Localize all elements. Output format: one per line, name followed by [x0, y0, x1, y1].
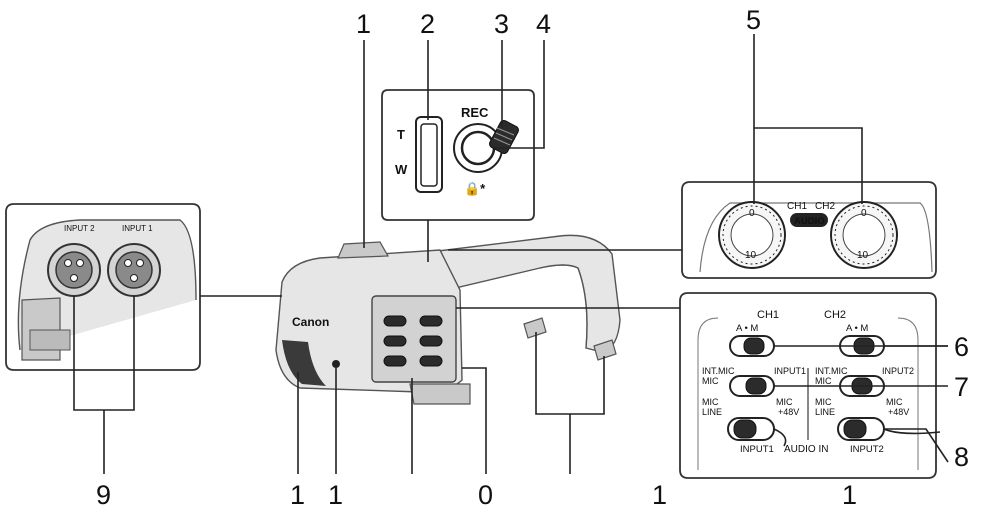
- dial-ch2-label: CH2: [815, 201, 835, 212]
- sw-ch1-label: CH1: [757, 309, 779, 321]
- callout-3: 3: [494, 9, 509, 39]
- in1-line-label: LINE: [702, 407, 722, 417]
- input2-mic-line-switch: [837, 417, 885, 441]
- callout-9: 9: [96, 480, 111, 510]
- xlr-input1-label: INPUT 1: [122, 224, 153, 233]
- zoom-rocker: [415, 116, 443, 193]
- xlr-input1-jack: [107, 243, 161, 297]
- zoom-rec-panel: T W REC 🔒*: [381, 89, 535, 221]
- wide-label: W: [395, 162, 408, 177]
- handle-screw-rear: [593, 339, 617, 361]
- ch1-mic-label: MIC: [702, 376, 719, 386]
- lock-mark: 🔒*: [464, 181, 486, 196]
- ch1-level-dial: 0 10: [718, 201, 786, 269]
- in2-mic-label: MIC: [815, 397, 832, 407]
- callout-7: 7: [954, 372, 969, 402]
- leader-lines: [73, 34, 949, 474]
- callout-numbers: 1 2 3 4 5 6 7 8 9 1 1 0 1 1: [96, 5, 969, 510]
- in2-mic48-label: MIC: [886, 397, 903, 407]
- rec-lock-lever: [489, 119, 519, 155]
- ch2-level-dial: 0 10: [830, 201, 898, 269]
- callout-0-bottom: 0: [478, 480, 493, 510]
- sw-ch2-label: CH2: [824, 309, 846, 321]
- in1-mic-label: MIC: [702, 397, 719, 407]
- callout-6: 6: [954, 332, 969, 362]
- ch2-dial-ten: 10: [857, 250, 869, 261]
- in2-switch-label: INPUT2: [850, 444, 884, 455]
- callout-1-bottom-a: 1: [290, 480, 305, 510]
- ch2-dial-zero: 0: [861, 208, 867, 219]
- ch1-am-label: A • M: [736, 323, 758, 334]
- audio-badge: [790, 213, 828, 227]
- callout-1-top: 1: [356, 9, 371, 39]
- ch2-intmic-label: INT.MIC: [815, 366, 848, 376]
- in2-line-label: LINE: [815, 407, 835, 417]
- dial-ch1-label: CH1: [787, 201, 807, 212]
- callout-1-bottom-b: 1: [328, 480, 343, 510]
- ch1-dial-zero: 0: [749, 208, 755, 219]
- rec-label: REC: [461, 105, 489, 120]
- in2-p48-label: +48V: [888, 407, 909, 417]
- ch1-input-select-switch: [729, 375, 775, 397]
- ch2-mic-label: MIC: [815, 376, 832, 386]
- in1-p48-label: +48V: [778, 407, 799, 417]
- callout-4: 4: [536, 9, 551, 39]
- xlr-input2-jack: [47, 243, 101, 297]
- handle-screw-front: [523, 317, 547, 339]
- callout-5: 5: [746, 5, 761, 35]
- in1-switch-label: INPUT1: [740, 444, 774, 455]
- callout-2: 2: [420, 9, 435, 39]
- ch2-am-label: A • M: [846, 323, 868, 334]
- xlr-input2-label: INPUT 2: [64, 224, 95, 233]
- ch1-intmic-label: INT.MIC: [702, 366, 735, 376]
- xlr-connector-panel: INPUT 2 INPUT 1: [5, 203, 201, 371]
- input1-mic-line-switch: [727, 417, 775, 441]
- audio-in-label: AUDIO IN: [784, 444, 828, 455]
- callout-1-bottom-d: 1: [842, 480, 857, 510]
- handle-unit-illustration: Canon: [275, 234, 621, 405]
- callout-8: 8: [954, 442, 969, 472]
- audio-badge-label: AUDIO: [794, 216, 825, 227]
- rec-button: [460, 130, 496, 166]
- ch1-input1-label: INPUT1: [774, 366, 806, 376]
- ch2-input2-label: INPUT2: [882, 366, 914, 376]
- in1-mic48-label: MIC: [776, 397, 793, 407]
- callout-1-bottom-c: 1: [652, 480, 667, 510]
- canon-logo: Canon: [292, 315, 329, 329]
- accessory-shoe: [337, 241, 390, 259]
- ch1-auto-manual-switch: [729, 335, 775, 357]
- tele-label: T: [397, 127, 405, 142]
- ch1-dial-ten: 10: [745, 250, 757, 261]
- audio-dial-panel: 0 10 0 10 CH1 CH2 AUDIO: [681, 181, 937, 279]
